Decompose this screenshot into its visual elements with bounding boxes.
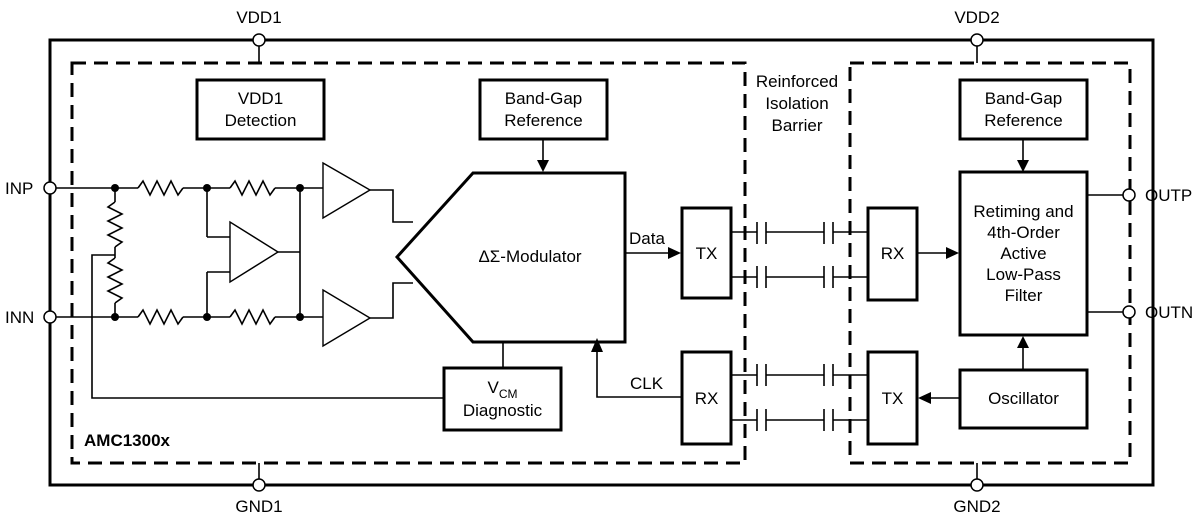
rx-left-label: RX: [695, 389, 719, 408]
outn-label: OUTN: [1145, 303, 1193, 322]
feedback-amplifier: [229, 220, 280, 284]
barrier-line2: Isolation: [765, 94, 828, 113]
gnd2-label: GND2: [953, 497, 1000, 516]
buffer-top: [322, 161, 372, 220]
vdd1-pin: [252, 33, 266, 47]
gnd1-label: GND1: [235, 497, 282, 516]
bandgap-right-line1: Band-Gap: [985, 89, 1063, 108]
barrier-line3: Barrier: [771, 116, 822, 135]
inp-label: INP: [5, 179, 33, 198]
resistor-inp-2: [229, 179, 276, 197]
rx-right-label: RX: [881, 244, 905, 263]
filter-line3: Active: [1000, 244, 1046, 263]
oscillator-label: Oscillator: [988, 389, 1059, 408]
delta-sigma-modulator: [394, 171, 627, 344]
oscillator-block: [958, 368, 1089, 430]
vdd1-detection-block: [195, 78, 326, 141]
bandgap-left-block: [478, 78, 609, 141]
resistor-inp-1: [137, 179, 184, 197]
part-name: AMC1300x: [84, 431, 171, 450]
gnd1-pin: [252, 478, 266, 492]
filter-block: [958, 170, 1089, 337]
filter-line1: Retiming and: [973, 202, 1073, 221]
tx-right-label: TX: [882, 389, 904, 408]
inn-label: INN: [5, 308, 34, 327]
resistor-inn-2: [229, 308, 276, 326]
tx-left-block: [680, 206, 733, 300]
bandgap-right-line2: Reference: [984, 111, 1062, 130]
data-label: Data: [629, 229, 665, 248]
resistor-divider-bottom: [106, 257, 124, 304]
buffer-bottom: [322, 288, 372, 348]
outp-pin: [1122, 188, 1136, 202]
outn-pin: [1122, 305, 1136, 319]
vdd1-label: VDD1: [236, 8, 281, 27]
inp-pin: [43, 181, 57, 195]
filter-line2: 4th-Order: [987, 223, 1060, 242]
vcm-diagnostic-line1: VCM: [487, 378, 517, 401]
vdd1-detection-line1: VDD1: [238, 89, 283, 108]
resistor-divider-top: [106, 201, 124, 248]
rx-left-block: [680, 350, 733, 446]
vdd2-label: VDD2: [954, 8, 999, 27]
isolation-capacitor-channels: [731, 222, 868, 431]
outp-label: OUTP: [1145, 186, 1192, 205]
tx-right-block: [866, 350, 919, 446]
vcm-diagnostic-block: [442, 366, 563, 432]
right-domain-boundary: [848, 61, 1132, 465]
vcm-diagnostic-line2: Diagnostic: [463, 401, 543, 420]
barrier-line1: Reinforced: [756, 72, 838, 91]
modulator-label: ΔΣ-Modulator: [478, 247, 581, 266]
resistor-inn-1: [137, 308, 184, 326]
vdd1-detection-line2: Detection: [225, 111, 297, 130]
inn-pin: [43, 310, 57, 324]
bandgap-left-line1: Band-Gap: [505, 89, 583, 108]
vdd2-pin: [970, 33, 984, 47]
left-domain-boundary: [70, 61, 747, 465]
clk-label: CLK: [630, 374, 664, 393]
filter-line5: Filter: [1005, 286, 1043, 305]
package-outline: [48, 38, 1155, 487]
gnd2-pin: [970, 478, 984, 492]
bandgap-left-line2: Reference: [504, 111, 582, 130]
tx-left-label: TX: [696, 244, 718, 263]
filter-line4: Low-Pass: [986, 265, 1061, 284]
rx-right-block: [866, 206, 919, 302]
